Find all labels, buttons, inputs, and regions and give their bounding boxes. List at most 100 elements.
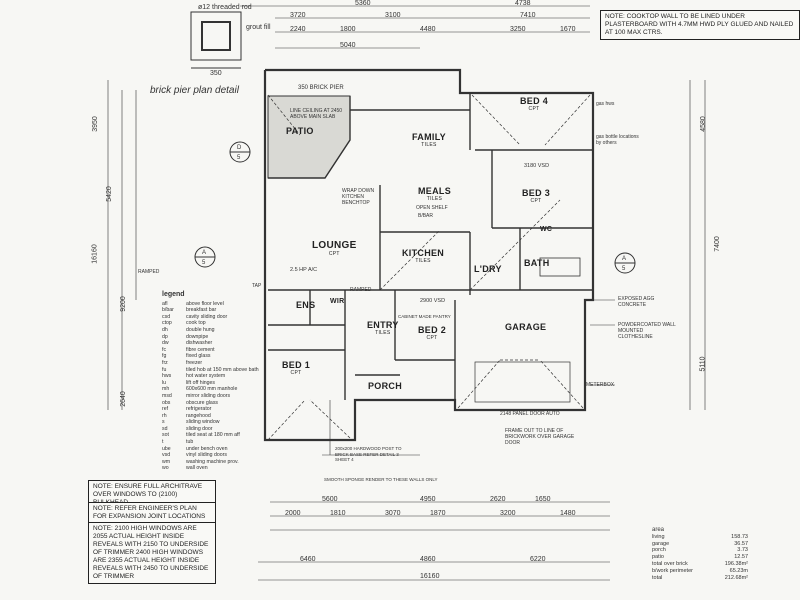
dim-inner-vsd-2: 2900 VSD [420,298,446,304]
legend-desc: above floor level [186,300,224,307]
panel-door-label: 2148 PANEL DOOR AUTO [500,411,560,417]
room-wc: WC [540,226,553,233]
legend-desc: dishwasher [186,340,213,347]
legend-desc: cook top [186,320,206,327]
dim-top-1a: 5360 [355,0,371,7]
legend-abbr: ube [162,445,171,452]
legend-abbr: dp [162,333,168,340]
dim-left-1: 3950 [91,116,99,132]
legend-desc: tiled seat at 180 mm aff [186,432,240,439]
ramped-label-2: RAMPED [350,287,372,293]
legend-abbr: dh [162,326,168,333]
leader-lines [322,299,615,456]
dim-top-3c: 4480 [420,26,436,33]
dim-bottom-3c: 6220 [530,556,546,563]
cooktop-note: NOTE: COOKTOP WALL TO BE LINED UNDER PLA… [600,10,800,40]
dim-bottom-4a: 16160 [420,573,440,580]
section-marker-1-num: 5 [237,155,241,161]
section-marker-1-letter: D [237,145,242,151]
dim-bottom-3a: 6460 [300,556,316,563]
pier-detail-title: brick pier plan detail [150,85,239,96]
dim-bottom-1b: 4950 [420,496,436,503]
dim-bottom-2f: 1480 [560,510,576,517]
legend-desc: downpipe [186,333,209,340]
bath-tub [539,257,581,277]
dim-right-3: 5110 [699,356,707,372]
room-garage: GARAGE [505,322,547,332]
section-marker-3-letter: A [622,256,627,262]
dim-top-2a: 3720 [290,12,306,19]
room-ens: ENS [296,300,316,310]
legend-desc: 600x600 mm manhole [186,386,238,393]
legend-abbr: lu [162,379,167,386]
dim-left-4: 9200 [119,296,127,312]
room-ldry: L'DRY [474,264,502,274]
dim-bottom-1c: 2620 [490,496,506,503]
legend-abbr: afl [162,300,168,307]
section-marker-shapes [194,141,636,274]
dim-top-2b: 3100 [385,12,401,19]
legend-abbr: rh [162,412,167,419]
legend-desc: cavity sliding door [186,313,228,320]
legend-abbr: hws [162,373,172,380]
section-marker-2-letter: A [202,250,207,256]
pier-detail-outline [190,11,242,61]
legend-abbr: fu [162,366,167,373]
ac-label: 2.5 HP A/C [290,267,318,273]
dim-bottom-2e: 3200 [500,510,516,517]
hardwood-post-label: 200x200 HARDWOOD POST TO BRICK BASE REFE… [335,446,402,462]
legend-abbr: fc [162,346,167,353]
brick-pier-label: 350 BRICK PIER [298,85,344,91]
gas-bottle-label: gas bottle locations by others [596,134,639,146]
area-label: patio [652,554,664,561]
pier-detail-core [201,21,231,51]
exposed-agg-label: EXPOSED AGG CONCRETE [618,296,655,308]
dim-bottom-2c: 3070 [385,510,401,517]
dim-left-2: 5420 [105,186,113,202]
legend-abbr: b/bar [162,307,174,314]
pier-width-label: 350 [210,70,222,77]
smooth-sponge-label: SMOOTH SPONGE RENDER TO THESE WALLS ONLY [324,477,438,482]
note-windows: NOTE: 2100 HIGH WINDOWS ARE 2055 ACTUAL … [88,522,216,584]
threaded-rod-label: ø12 threaded rod [198,4,252,11]
legend-abbr: sd [162,425,168,432]
legend-abbr: msd [162,392,172,399]
legend-desc: fixed glass [186,353,211,360]
room-patio: PATIO [286,126,314,136]
lintel-label: LINE CEILING AT 2450 ABOVE MAIN SLAB [290,108,343,120]
dim-inner-vsd-1: 3180 VSD [524,163,550,169]
dim-top-2c: 7410 [520,12,536,19]
outer-walls [263,68,595,442]
wrap-down-label: WRAP DOWN KITCHEN BENCHTOP [342,188,375,206]
legend-abbr: wm [162,458,171,465]
legend-desc: freezer [186,359,203,366]
roof-lines [267,94,591,441]
legend-abbr: fg [162,353,167,360]
room-wir: WIR [330,298,345,305]
legend-abbr: ref [162,406,169,413]
legend-abbr: wo [162,465,169,472]
area-value: 158.73 [731,533,748,540]
dim-bottom-1a: 5600 [322,496,338,503]
legend-abbr: dw [162,340,169,347]
legend-item: fg fixed glass [162,353,259,360]
